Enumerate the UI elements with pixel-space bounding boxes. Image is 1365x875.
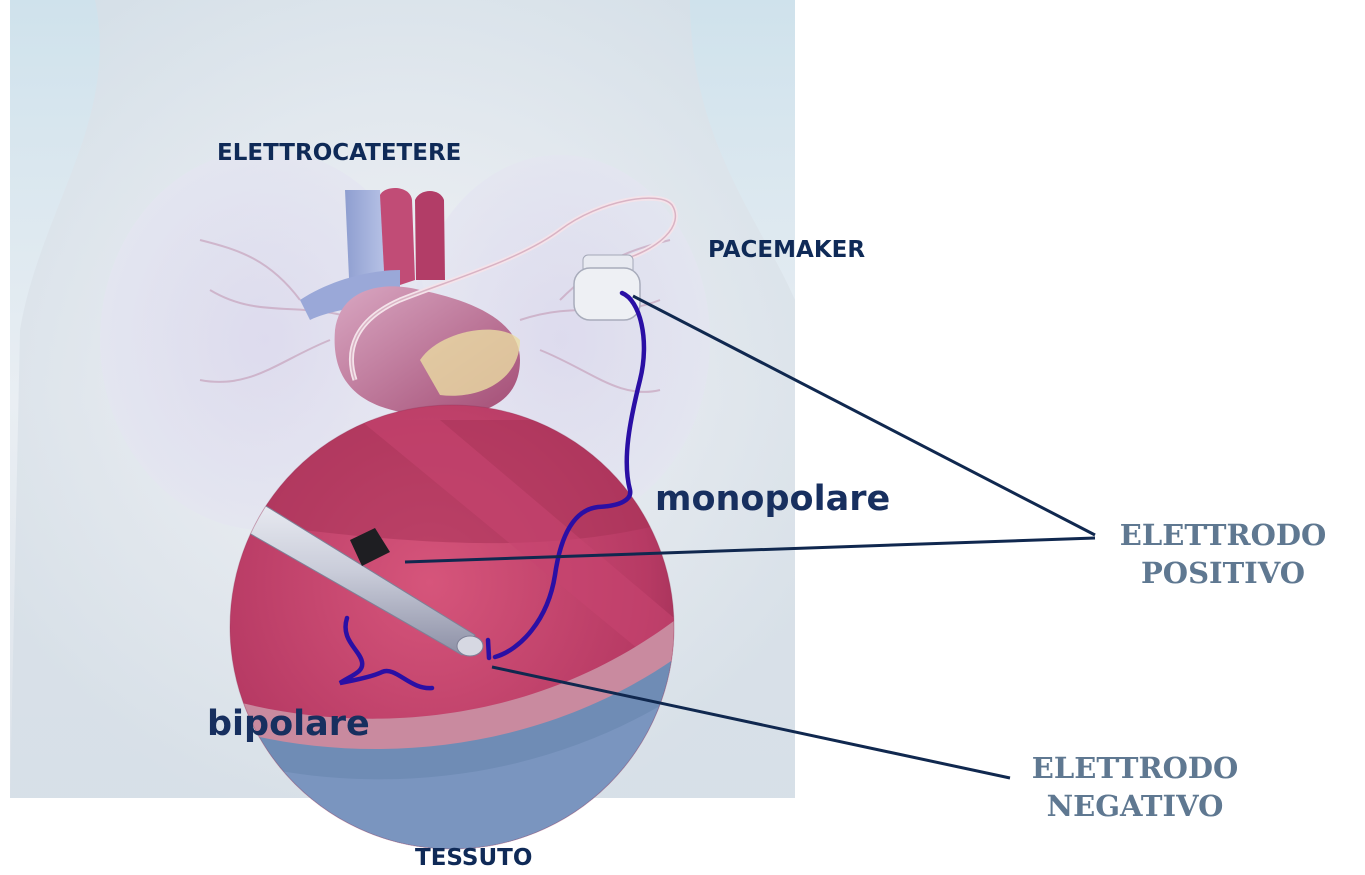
monopolar-label: monopolare — [655, 479, 890, 519]
pulmonary-artery — [415, 191, 445, 280]
positive-electrode-line1: ELETTRODO — [1098, 516, 1348, 554]
lead-label: ELETTROCATETERE — [217, 140, 461, 166]
bipolar-label: bipolare — [207, 704, 370, 744]
negative-electrode-label: ELETTRODO NEGATIVO — [1010, 749, 1260, 825]
negative-electrode-line2: NEGATIVO — [1010, 787, 1260, 825]
positive-electrode-label: ELETTRODO POSITIVO — [1098, 516, 1348, 592]
monopolar-bracket-tip — [488, 640, 489, 658]
negative-electrode-line1: ELETTRODO — [1010, 749, 1260, 787]
pacemaker-can — [574, 268, 640, 320]
pacemaker-label: PACEMAKER — [708, 237, 865, 263]
positive-electrode-line2: POSITIVO — [1098, 554, 1348, 592]
tissue-label: TESSUTO — [415, 845, 532, 871]
